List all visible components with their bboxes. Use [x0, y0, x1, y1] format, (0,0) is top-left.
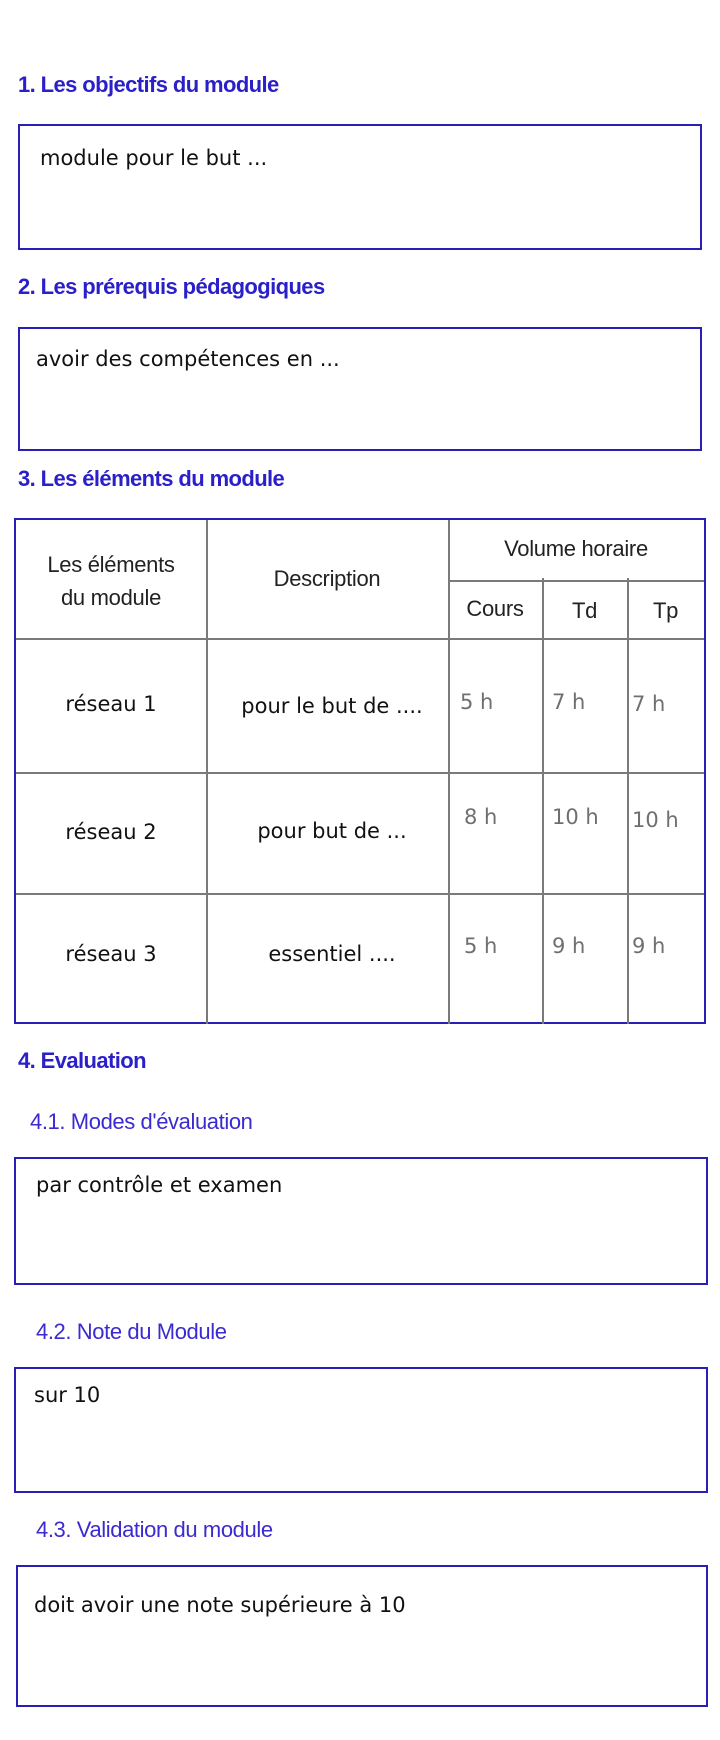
objectives-value: module pour le but ... [40, 146, 268, 170]
row2-cours: 8 h [464, 805, 498, 829]
header-volume-horaire: Volume horaire [504, 536, 648, 561]
note-module-field[interactable]: sur 10 [14, 1367, 708, 1493]
row3-td: 9 h [552, 934, 586, 958]
prerequisites-value: avoir des compétences en ... [36, 347, 340, 371]
table-col-divider [542, 578, 544, 1024]
row3-tp: 9 h [632, 934, 666, 958]
modes-evaluation-title: 4.1. Modes d'évaluation [30, 1109, 253, 1134]
row2-td: 10 h [552, 805, 599, 829]
modes-evaluation-field[interactable]: par contrôle et examen [14, 1157, 708, 1285]
row1-element: réseau 1 [65, 692, 157, 716]
row2-description: pour but de ... [257, 819, 407, 843]
row1-cours: 5 h [460, 690, 494, 714]
validation-module-field[interactable]: doit avoir une note supérieure à 10 [16, 1565, 708, 1707]
note-module-title: 4.2. Note du Module [36, 1319, 227, 1344]
header-elements-line2: du module [60, 585, 162, 610]
modes-evaluation-value: par contrôle et examen [36, 1173, 283, 1197]
header-td: Td [571, 598, 598, 623]
row1-tp: 7 h [632, 692, 666, 716]
prerequisites-title: 2. Les prérequis pédagogiques [18, 274, 325, 299]
prerequisites-field[interactable]: avoir des compétences en ... [18, 327, 702, 451]
table-row-divider [16, 638, 704, 640]
table-row-divider [448, 580, 704, 582]
row3-element: réseau 3 [65, 942, 157, 966]
note-module-value: sur 10 [34, 1383, 101, 1407]
row1-td: 7 h [552, 690, 586, 714]
elements-title: 3. Les éléments du module [18, 466, 285, 491]
objectives-title: 1. Les objectifs du module [18, 72, 279, 97]
table-row-divider [16, 772, 704, 774]
row2-tp: 10 h [632, 808, 679, 832]
evaluation-title: 4. Evaluation [18, 1048, 147, 1073]
header-elements-line1: Les éléments [47, 552, 175, 577]
row3-description: essentiel .... [268, 942, 396, 966]
objectives-field[interactable]: module pour le but ... [18, 124, 702, 250]
validation-module-title: 4.3. Validation du module [36, 1517, 273, 1542]
table-row-divider [16, 893, 704, 895]
header-cours: Cours [466, 596, 524, 621]
row2-element: réseau 2 [65, 820, 157, 844]
header-description: Description [273, 566, 381, 591]
row3-cours: 5 h [464, 934, 498, 958]
header-tp: Tp [652, 598, 679, 623]
elements-table: Les éléments du module Description Volum… [14, 518, 706, 1024]
validation-module-value: doit avoir une note supérieure à 10 [34, 1593, 406, 1617]
row1-description: pour le but de .... [241, 694, 423, 718]
table-col-divider [627, 578, 629, 1024]
